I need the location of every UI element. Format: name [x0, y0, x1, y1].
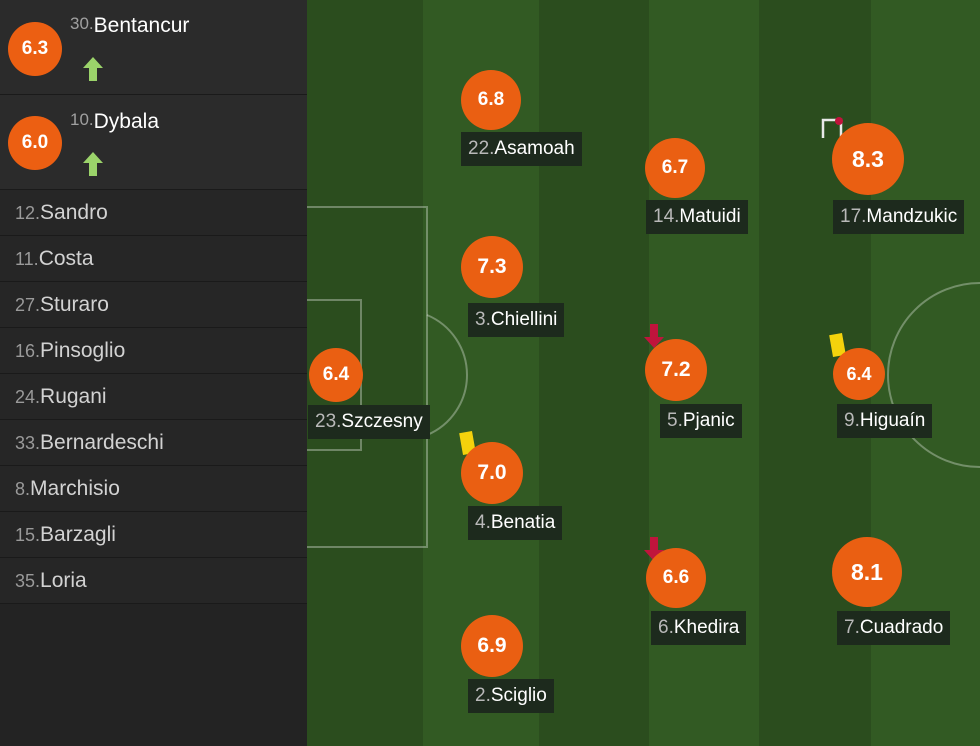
rating-badge: 6.4 [309, 348, 363, 402]
bench-row[interactable]: 35.Loria [0, 558, 307, 604]
bench-row[interactable]: 15.Barzagli [0, 512, 307, 558]
rating-badge: 6.0 [8, 116, 62, 170]
bench-row[interactable]: 12.Sandro [0, 190, 307, 236]
sub-on-arrow-icon [83, 57, 103, 81]
bench-player-name: 12.Sandro [15, 201, 108, 224]
rating-badge: 7.2 [645, 339, 707, 401]
rating-badge: 6.4 [833, 348, 885, 400]
bench-row[interactable]: 33.Bernardeschi [0, 420, 307, 466]
bench-player-name: 33.Bernardeschi [15, 431, 164, 454]
player-name: 30.Bentancur [70, 14, 190, 37]
pitch: 6.4 23.Szczesny 6.8 22.Asamoah 7.3 3.Chi… [307, 0, 980, 746]
bench-player-name: 8.Marchisio [15, 477, 120, 500]
pitch-markings [307, 206, 980, 548]
player-label: 22.Asamoah [461, 132, 582, 166]
player-label: 4.Benatia [468, 506, 563, 540]
bench-row[interactable]: 27.Sturaro [0, 282, 307, 328]
bench-row[interactable]: 16.Pinsoglio [0, 328, 307, 374]
rating-badge: 7.0 [461, 442, 523, 504]
rating-badge: 8.1 [832, 537, 902, 607]
sub-row-dybala[interactable]: 6.0 10.Dybala [0, 95, 307, 190]
rating-badge: 6.3 [8, 22, 62, 76]
bench-row[interactable]: 11.Costa [0, 236, 307, 282]
player-label: 9.Higuaín [837, 404, 933, 438]
bench-player-name: 16.Pinsoglio [15, 339, 126, 362]
rating-badge: 6.8 [461, 70, 521, 130]
sub-row-bentancur[interactable]: 6.3 30.Bentancur [0, 0, 307, 95]
player-label: 14.Matuidi [646, 200, 748, 234]
player-label: 17.Mandzukic [833, 200, 965, 234]
player-label: 3.Chiellini [468, 303, 565, 337]
rating-badge: 6.6 [646, 548, 706, 608]
rating-badge: 6.7 [645, 138, 705, 198]
substitutes-panel: 6.3 30.Bentancur 6.0 10.Dybala 12.Sandro… [0, 0, 307, 746]
rating-badge: 7.3 [461, 236, 523, 298]
bench-player-name: 24.Rugani [15, 385, 107, 408]
player-label: 7.Cuadrado [837, 611, 951, 645]
bench-player-name: 27.Sturaro [15, 293, 109, 316]
player-label: 2.Sciglio [468, 679, 554, 713]
player-name: 10.Dybala [70, 110, 160, 133]
bench-player-name: 15.Barzagli [15, 523, 116, 546]
player-label: 6.Khedira [651, 611, 747, 645]
bench-player-name: 35.Loria [15, 569, 87, 592]
sub-off-arrow-icon [644, 324, 664, 348]
goal-icon [821, 117, 843, 138]
rating-badge: 6.9 [461, 615, 523, 677]
bench-row[interactable]: 24.Rugani [0, 374, 307, 420]
player-label: 5.Pjanic [660, 404, 742, 438]
sub-on-arrow-icon [83, 152, 103, 176]
player-label: 23.Szczesny [308, 405, 430, 439]
bench-row[interactable]: 8.Marchisio [0, 466, 307, 512]
bench-player-name: 11.Costa [15, 247, 94, 270]
pitch-stripe [539, 0, 649, 746]
rating-badge: 8.3 [832, 123, 904, 195]
